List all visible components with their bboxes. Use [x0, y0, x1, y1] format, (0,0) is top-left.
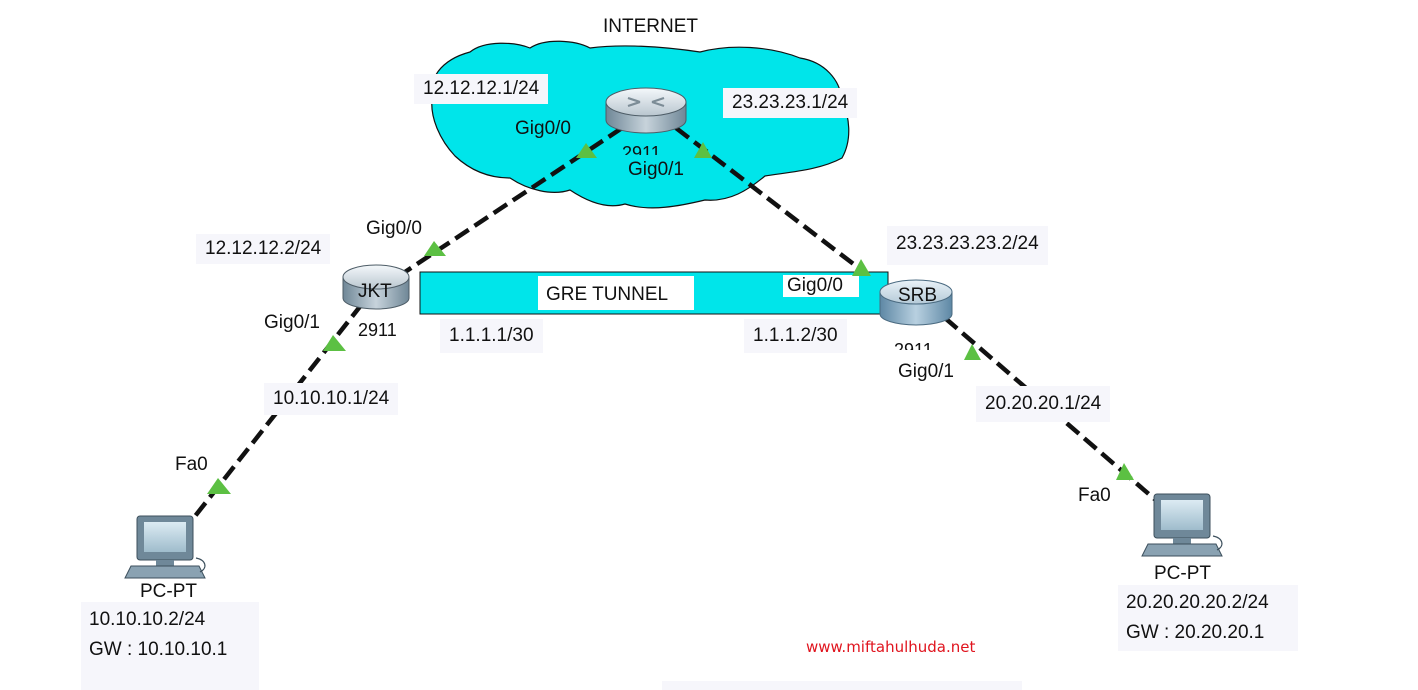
jkt-gig0-1-port-label: Gig0/1 — [264, 312, 320, 333]
link-isp-jkt — [403, 126, 624, 274]
isp-router-icon[interactable] — [605, 87, 687, 134]
jkt-gig0-0-ip-label: 12.12.12.2/24 — [196, 234, 331, 264]
watermark-link[interactable]: www.miftahulhuda.net — [806, 638, 976, 656]
jkt-router-model-label: 2911 — [358, 320, 397, 340]
jkt-router-name: JKT — [358, 281, 392, 302]
bottom-strip — [662, 681, 1022, 690]
isp-gig0-1-ip-label: 23.23.23.1/24 — [723, 88, 858, 118]
port-marker-isp-gig0-0 — [576, 143, 597, 158]
pc-left-ip: 10.10.10.2/24 — [89, 609, 206, 630]
pc-right-port-label: Fa0 — [1078, 485, 1111, 506]
pc-left-gateway: GW : 10.10.10.1 — [89, 639, 228, 660]
isp-gig0-0-ip-label: 12.12.12.1/24 — [414, 74, 549, 104]
pc-right-icon[interactable] — [1141, 493, 1223, 557]
isp-router-model-label: 2911 — [622, 143, 661, 155]
srb-router-model-text: 2911 — [894, 340, 933, 350]
pc-left-port-label: Fa0 — [175, 454, 208, 475]
port-marker-srb-gig0-1 — [964, 344, 981, 360]
jkt-router-icon[interactable] — [342, 264, 410, 310]
srb-router-model-label: 2911 — [894, 340, 933, 350]
port-marker-srb-gig0-0 — [852, 259, 871, 276]
jkt-gig0-1-ip-label: 10.10.10.1/24 — [264, 383, 399, 415]
srb-gig0-1-port-label: Gig0/1 — [898, 361, 954, 382]
jkt-gig0-0-port-label: Gig0/0 — [366, 218, 422, 239]
port-marker-pc-right-fa0 — [1116, 463, 1134, 480]
srb-router-icon[interactable] — [879, 279, 953, 326]
isp-gig0-1-port-label: Gig0/1 — [628, 159, 684, 180]
srb-gig0-0-label-bg — [783, 275, 859, 297]
srb-tunnel-ip-label: 1.1.1.2/30 — [744, 319, 847, 353]
srb-router-name: SRB — [898, 285, 938, 306]
port-marker-jkt-gig0-0 — [424, 241, 446, 256]
pc-right-gateway: GW : 20.20.20.1 — [1126, 622, 1265, 643]
jkt-tunnel-ip-label: 1.1.1.1/30 — [440, 319, 543, 353]
pc-right-address-box: 20.20.20.20.2/24 GW : 20.20.20.1 — [1118, 585, 1298, 651]
pc-right-name: PC-PT — [1154, 563, 1211, 584]
pc-right-ip: 20.20.20.20.2/24 — [1126, 592, 1269, 613]
srb-gig0-0-ip-label: 23.23.23.23.2/24 — [887, 226, 1048, 265]
port-marker-jkt-gig0-1 — [323, 335, 346, 351]
port-marker-isp-gig0-1 — [694, 142, 712, 158]
srb-gig0-0-port-label: Gig0/0 — [787, 275, 843, 296]
isp-gig0-0-port-label: Gig0/0 — [515, 118, 571, 139]
isp-router-model-text: 2911 — [622, 143, 661, 155]
port-marker-pc-left-fa0 — [207, 478, 231, 494]
pc-left-icon[interactable] — [124, 515, 206, 579]
gre-tunnel-label-bg — [538, 276, 694, 310]
pc-left-address-box: 10.10.10.2/24 GW : 10.10.10.1 — [81, 602, 259, 690]
srb-gig0-1-ip-label: 20.20.20.1/24 — [976, 386, 1111, 422]
internet-cloud-label: INTERNET — [603, 16, 698, 37]
pc-left-name: PC-PT — [140, 581, 197, 602]
gre-tunnel-label: GRE TUNNEL — [546, 284, 669, 305]
